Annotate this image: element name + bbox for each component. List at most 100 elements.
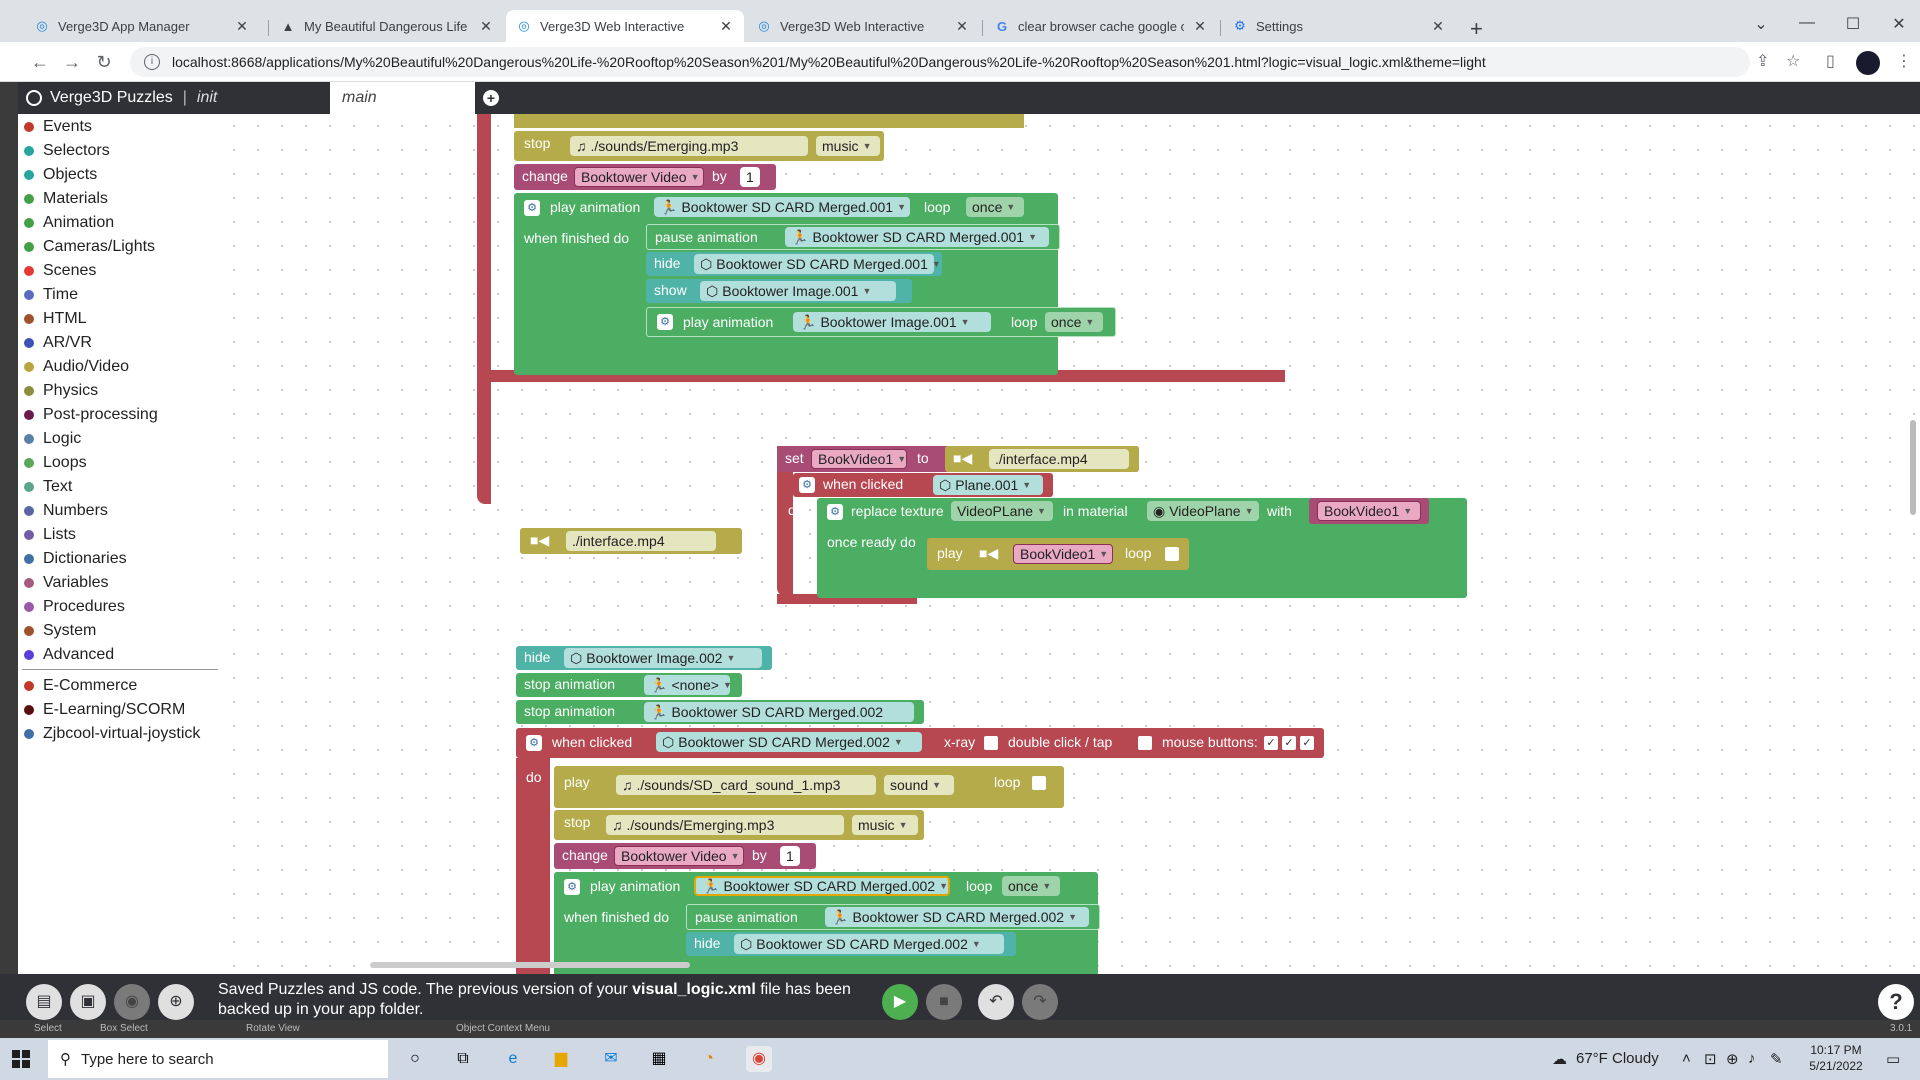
vertical-scrollbar[interactable] [1910,420,1916,515]
globe-icon[interactable]: ⊕ [1726,1051,1739,1068]
library-icon[interactable]: ▤ [26,984,62,1020]
redo-icon[interactable]: ↷ [1022,984,1058,1020]
notification-icon[interactable]: ▭ [1886,1051,1901,1068]
sidebar-item-objects[interactable]: Objects [24,164,97,186]
sidebar-item-materials[interactable]: Materials [24,188,108,210]
new-tab-button[interactable]: + [1470,16,1483,41]
cortana-icon[interactable]: ○ [410,1050,420,1067]
network-icon[interactable]: ⊡ [1704,1051,1717,1068]
sidebar-item-procedures[interactable]: Procedures [24,596,125,618]
file-explorer-icon[interactable]: ▆ [554,1050,568,1067]
mouse-middle-checkbox[interactable]: ✓ [1282,736,1296,750]
number-input[interactable]: 1 [780,846,800,866]
sound-kind-dropdown[interactable]: music▼ [852,815,918,835]
close-icon[interactable]: ✕ [480,18,492,34]
taskbar-search[interactable]: ⚲ Type here to search [48,1040,388,1078]
sidebar-item-ar-vr[interactable]: AR/VR [24,332,92,354]
sidebar-item-system[interactable]: System [24,620,96,642]
sound-kind-dropdown[interactable]: music▼ [816,136,880,156]
gear-icon[interactable]: ⚙ [524,200,540,216]
object-dropdown[interactable]: 🏃Booktower Image.001▼ [793,312,991,332]
sidebar-item-events[interactable]: Events [24,116,92,138]
object-dropdown[interactable]: ⬡Booktower SD CARD Merged.002▼ [656,732,922,752]
profile-avatar[interactable] [1856,51,1880,75]
gear-icon[interactable]: ⚙ [564,879,580,895]
video-file-block[interactable]: ■◀ ./interface.mp4 [945,446,1139,472]
play-video-block[interactable]: play ■◀ BookVideo1▼ loop [927,538,1189,570]
sidebar-item-numbers[interactable]: Numbers [24,500,108,522]
object-dropdown[interactable]: ⬡Booktower Image.001▼ [700,281,896,301]
sidebar-item-lists[interactable]: Lists [24,524,76,546]
pen-icon[interactable]: ✎ [1770,1051,1783,1068]
tab-search-icon[interactable]: ⌄ [1754,16,1768,33]
bookmark-star-icon[interactable]: ☆ [1786,53,1801,70]
replace-texture-block[interactable]: ⚙ replace texture VideoPLane▼ in materia… [817,498,1467,598]
close-icon[interactable]: ✕ [1194,18,1206,34]
object-dropdown[interactable]: ⬡Booktower SD CARD Merged.002▼ [734,934,1004,954]
object-dropdown[interactable]: 🏃Booktower SD CARD Merged.001▼ [654,197,910,217]
taskbar-clock[interactable]: 10:17 PM 5/21/2022 [1796,1042,1876,1074]
sound-file-field[interactable]: ♫./sounds/Emerging.mp3 [570,136,808,156]
info-icon[interactable]: i [144,54,160,70]
video-file-block[interactable]: ■◀ ./interface.mp4 [520,528,742,554]
gear-icon[interactable]: ⚙ [657,314,673,330]
screenshot-icon[interactable]: ◉ [114,984,150,1020]
video-file-field[interactable]: ./interface.mp4 [989,449,1129,469]
hide-block[interactable]: hide ⬡Booktower SD CARD Merged.001▼ [646,252,942,276]
hide-block[interactable]: hide ⬡Booktower SD CARD Merged.002▼ [686,932,1016,956]
loop-dropdown[interactable]: once▼ [1045,312,1103,332]
stop-animation-block[interactable]: stop animation 🏃<none>▼ [516,673,742,697]
mouse-right-checkbox[interactable]: ✓ [1300,736,1314,750]
object-dropdown[interactable]: 🏃Booktower SD CARD Merged.002▼ [825,907,1089,927]
browser-tab[interactable]: ⚙ Settings ✕ [1222,10,1456,42]
sidebar-item-joystick[interactable]: Zjbcool-virtual-joystick [24,723,200,745]
loop-checkbox[interactable] [1032,776,1046,790]
weather-text[interactable]: 67°F Cloudy [1576,1050,1659,1067]
object-dropdown[interactable]: 🏃<none>▼ [644,675,732,695]
variable-dropdown[interactable]: BookVideo1▼ [811,449,907,469]
sidebar-item-scenes[interactable]: Scenes [24,260,96,282]
double-click-checkbox[interactable] [1138,736,1152,750]
windows-start-icon[interactable] [12,1050,30,1068]
forward-arrow-icon[interactable]: → [63,52,81,72]
number-input[interactable]: 1 [740,167,760,187]
sidebar-item-selectors[interactable]: Selectors [24,140,110,162]
texture-dropdown[interactable]: VideoPLane▼ [951,501,1053,521]
object-dropdown[interactable]: ⬡Booktower SD CARD Merged.001▼ [694,254,941,274]
back-arrow-icon[interactable]: ← [31,52,49,72]
crosshair-icon[interactable]: ⊕ [158,984,194,1020]
browser-tab[interactable]: ▲ My Beautiful Dangerous Life ✕ [270,10,504,42]
run-play-icon[interactable]: ▶ [882,984,918,1020]
tab-init[interactable]: init [196,89,218,106]
mouse-left-checkbox[interactable]: ✓ [1264,736,1278,750]
material-dropdown[interactable]: ◉VideoPlane▼ [1147,501,1259,521]
object-dropdown[interactable]: 🏃Booktower SD CARD Merged.002▼ [694,876,950,896]
minimize-button[interactable]: — [1799,14,1815,31]
sidebar-item-cameras-lights[interactable]: Cameras/Lights [24,236,155,258]
menu-dots-icon[interactable]: ⋮ [1896,53,1912,70]
tab-main[interactable]: main [330,82,475,114]
gear-icon[interactable]: ⚙ [526,735,542,751]
object-dropdown[interactable]: 🏃Booktower SD CARD Merged.001▼ [785,227,1049,247]
sidebar-item-animation[interactable]: Animation [24,212,114,234]
stop-sound-block[interactable]: stop ♫./sounds/Emerging.mp3 music▼ [554,810,924,840]
sidebar-item-text[interactable]: Text [24,476,72,498]
object-dropdown[interactable]: 🏃Booktower SD CARD Merged.002 [644,702,914,722]
blender-icon[interactable]: ◔ [704,1050,714,1067]
reload-icon[interactable]: ↻ [96,52,112,72]
variable-dropdown[interactable]: Booktower Video▼ [574,167,704,187]
mail-icon[interactable]: ✉ [604,1050,618,1067]
when-clicked-block[interactable]: ⚙ when clicked ⬡Plane.001▼ [793,473,1053,497]
object-dropdown[interactable]: ⬡Plane.001▼ [933,475,1043,495]
sidebar-item-audio-video[interactable]: Audio/Video [24,356,129,378]
sound-kind-dropdown[interactable]: sound▼ [884,775,954,795]
play-sound-block[interactable]: play ♫./sounds/SD_card_sound_1.mp3 sound… [554,766,1064,808]
event-block-top[interactable] [477,114,491,504]
edge-icon[interactable]: e [508,1050,518,1067]
add-workspace-icon[interactable]: + [483,90,499,106]
sidebar-item-logic[interactable]: Logic [24,428,81,450]
tray-chevron-icon[interactable]: ˄ [1682,1050,1691,1067]
sidebar-item-time[interactable]: Time [24,284,78,306]
browser-tab[interactable]: G clear browser cache google chro ✕ [984,10,1218,42]
when-clicked-block[interactable]: ⚙ when clicked ⬡Booktower SD CARD Merged… [516,728,1324,758]
